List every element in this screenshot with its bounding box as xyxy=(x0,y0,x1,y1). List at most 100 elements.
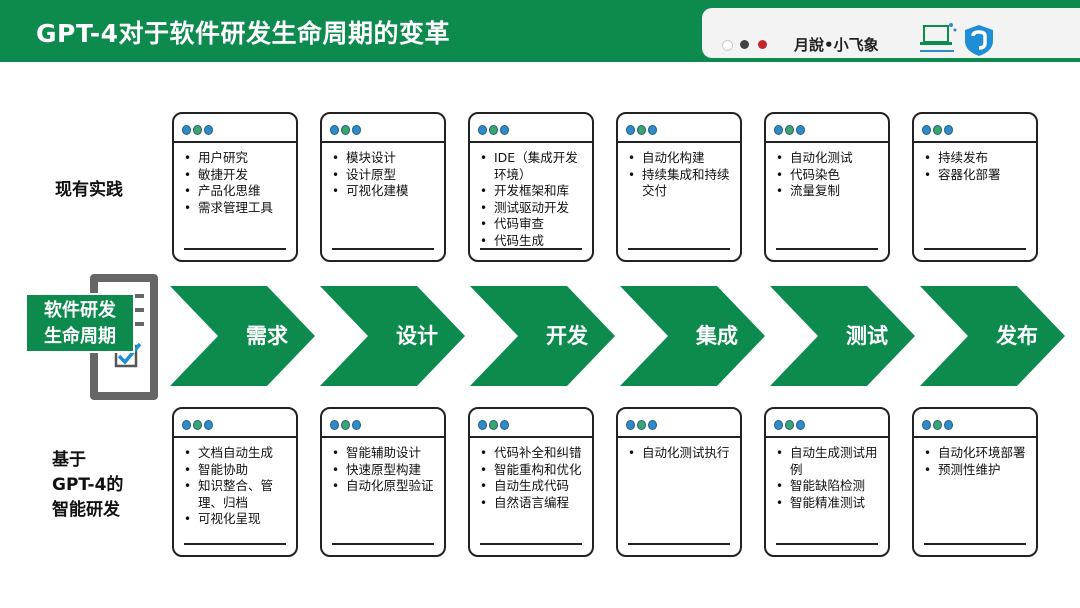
list-item: 自动化测试 xyxy=(776,150,852,167)
card-list: IDE（集成开发环境）开发框架和库测试驱动开发代码审查代码生成 xyxy=(470,150,592,249)
lifecycle-chevrons xyxy=(170,286,1065,386)
card-footer-divider xyxy=(924,543,1026,545)
card-footer-divider xyxy=(480,543,582,545)
list-item: 知识整合、管理、归档 xyxy=(184,478,290,511)
gpt4-card: 代码补全和纠错智能重构和优化自动生成代码自然语言编程 xyxy=(468,407,594,557)
gpt4-label-line1: 基于 xyxy=(52,450,86,470)
gpt4-dev-label: 基于 GPT-4的 智能研发 xyxy=(52,448,123,523)
list-item: 代码审查 xyxy=(480,216,586,233)
list-item: 用户研究 xyxy=(184,150,273,167)
list-item: 流量复制 xyxy=(776,183,853,200)
window-dots-icon xyxy=(626,125,657,135)
list-item: 预测性维护 xyxy=(924,462,1026,479)
card-list: 代码补全和纠错智能重构和优化自动生成代码自然语言编程 xyxy=(470,445,588,511)
gpt4-label-line2: GPT-4的 xyxy=(52,475,124,495)
laptop-logo-icon xyxy=(920,23,957,52)
card-footer-divider xyxy=(924,248,1026,250)
list-item: 持续集成和持续交付 xyxy=(628,167,734,200)
card-footer-divider xyxy=(628,543,730,545)
window-dots-icon xyxy=(330,420,361,430)
card-footer-divider xyxy=(480,248,582,250)
list-item: IDE（集成开发环境） xyxy=(480,150,586,183)
card-header-divider xyxy=(766,141,888,143)
list-item: 自动化测试执行 xyxy=(628,445,729,462)
card-header-divider xyxy=(618,436,740,438)
list-item: 自动生成测试用例 xyxy=(776,445,882,478)
list-item: 自动化原型验证 xyxy=(332,478,433,495)
card-footer-divider xyxy=(776,248,878,250)
lifecycle-label: 软件研发 生命周期 xyxy=(25,293,135,353)
chevron-0 xyxy=(170,286,315,386)
card-header-divider xyxy=(322,141,444,143)
card-list: 模块设计设计原型可视化建模 xyxy=(322,150,415,200)
card-header-divider xyxy=(618,141,740,143)
card-header-divider xyxy=(174,141,296,143)
red-dot-icon xyxy=(758,40,767,49)
list-item: 敏捷开发 xyxy=(184,167,273,184)
list-item: 智能辅助设计 xyxy=(332,445,434,462)
list-item: 快速原型构建 xyxy=(332,462,434,479)
window-dots-icon xyxy=(330,125,361,135)
list-item: 测试驱动开发 xyxy=(480,200,586,217)
window-dots-icon xyxy=(478,125,509,135)
chevron-1 xyxy=(320,286,465,386)
card-list: 自动生成测试用例智能缺陷检测智能精准测试 xyxy=(766,445,888,511)
list-item: 产品化思维 xyxy=(184,183,273,200)
window-dots-icon xyxy=(774,125,805,135)
card-footer-divider xyxy=(332,543,434,545)
stage-label: 发布 xyxy=(996,324,1038,348)
list-item: 模块设计 xyxy=(332,150,409,167)
gpt4-card: 自动生成测试用例智能缺陷检测智能精准测试 xyxy=(764,407,890,557)
card-header-divider xyxy=(470,141,592,143)
gpt4-card: 自动化环境部署预测性维护 xyxy=(912,407,1038,557)
list-item: 自动化环境部署 xyxy=(924,445,1025,462)
list-item: 自然语言编程 xyxy=(480,495,582,512)
current-card: IDE（集成开发环境）开发框架和库测试驱动开发代码审查代码生成 xyxy=(468,112,594,262)
list-item: 自动化构建 xyxy=(628,150,734,167)
window-dots-icon xyxy=(182,125,213,135)
window-dots-icon xyxy=(922,125,953,135)
window-dots-icon xyxy=(182,420,213,430)
chevron-5 xyxy=(920,286,1065,386)
list-item: 代码补全和纠错 xyxy=(480,445,581,462)
gpt4-card: 自动化测试执行 xyxy=(616,407,742,557)
brand-panel xyxy=(702,8,1080,58)
card-list: 文档自动生成智能协助知识整合、管理、归档可视化呈现 xyxy=(174,445,296,528)
list-item: 代码生成 xyxy=(480,233,586,250)
card-header-divider xyxy=(174,436,296,438)
card-header-divider xyxy=(322,436,444,438)
list-item: 智能协助 xyxy=(184,462,290,479)
gpt4-card: 智能辅助设计快速原型构建自动化原型验证 xyxy=(320,407,446,557)
list-item: 智能精准测试 xyxy=(776,495,882,512)
chevron-3 xyxy=(620,286,765,386)
lifecycle-label-line1: 软件研发 xyxy=(44,300,116,321)
list-item: 持续发布 xyxy=(924,150,1001,167)
current-card: 模块设计设计原型可视化建模 xyxy=(320,112,446,262)
card-list: 智能辅助设计快速原型构建自动化原型验证 xyxy=(322,445,440,495)
current-card: 自动化构建持续集成和持续交付 xyxy=(616,112,742,262)
card-header-divider xyxy=(766,436,888,438)
page-title: GPT-4对于软件研发生命周期的变革 xyxy=(36,19,450,48)
list-item: 容器化部署 xyxy=(924,167,1000,184)
current-card: 用户研究敏捷开发产品化思维需求管理工具 xyxy=(172,112,298,262)
chevron-4 xyxy=(770,286,915,386)
window-dots-icon xyxy=(478,420,509,430)
current-card: 自动化测试代码染色流量复制 xyxy=(764,112,890,262)
card-list: 自动化测试代码染色流量复制 xyxy=(766,150,859,200)
card-header-divider xyxy=(470,436,592,438)
stage-label: 开发 xyxy=(546,324,588,348)
list-item: 代码染色 xyxy=(776,167,853,184)
card-footer-divider xyxy=(628,248,730,250)
list-item: 可视化建模 xyxy=(332,183,408,200)
list-item: 智能重构和优化 xyxy=(480,462,581,479)
window-dots-icon xyxy=(774,420,805,430)
brand-name: 月說•小飞象 xyxy=(794,36,879,54)
card-footer-divider xyxy=(184,248,286,250)
list-item: 可视化呈现 xyxy=(184,511,290,528)
current-card: 持续发布容器化部署 xyxy=(912,112,1038,262)
window-dots-icon xyxy=(922,420,953,430)
card-header-divider xyxy=(914,436,1036,438)
card-list: 持续发布容器化部署 xyxy=(914,150,1007,183)
chevron-2 xyxy=(470,286,615,386)
list-item: 需求管理工具 xyxy=(184,200,273,217)
